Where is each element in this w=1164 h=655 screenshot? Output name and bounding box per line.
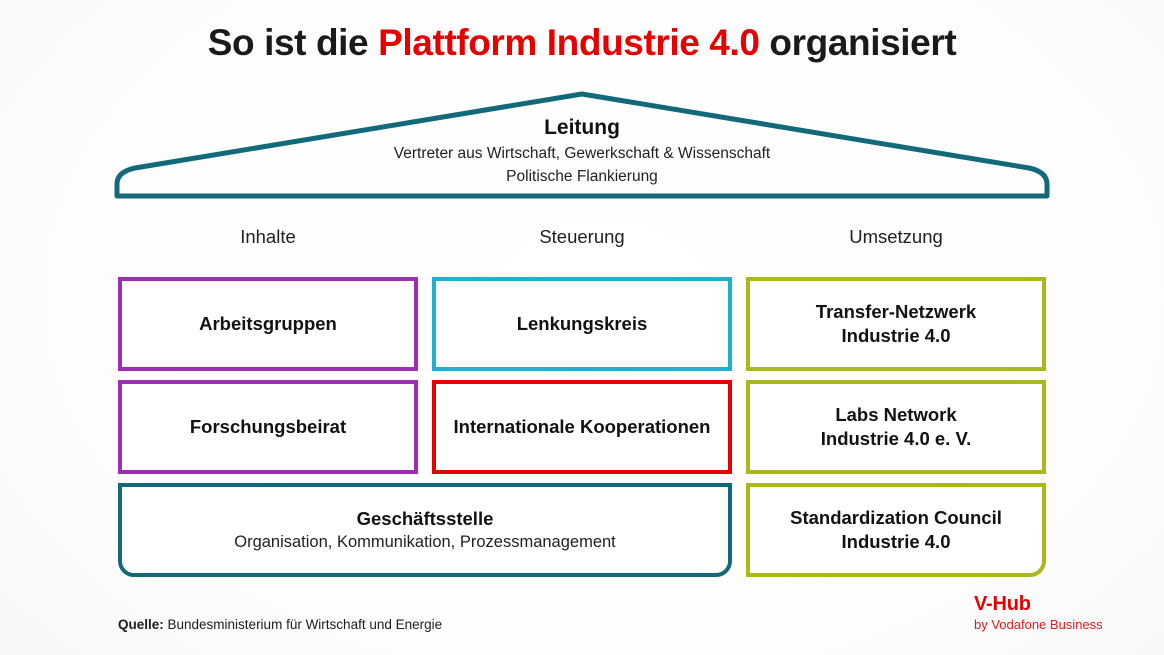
roof-heading: Leitung	[544, 116, 620, 139]
page-title: So ist die Plattform Industrie 4.0 organ…	[0, 22, 1164, 64]
source-label: Quelle:	[118, 617, 164, 632]
box-geschaeftsstelle[interactable]: Geschäftsstelle Organisation, Kommunikat…	[118, 483, 732, 577]
roof-subline-1: Vertreter aus Wirtschaft, Gewerkschaft &…	[393, 145, 771, 163]
box-internationale-kooperationen[interactable]: Internationale Kooperationen	[432, 380, 732, 474]
box-lenkungskreis[interactable]: Lenkungskreis	[432, 277, 732, 371]
column-heading-umsetzung: Umsetzung	[849, 226, 943, 247]
roof-shape	[113, 88, 1051, 200]
box-arbeitsgruppen[interactable]: Arbeitsgruppen	[118, 277, 418, 371]
box-label-primary: Forschungsbeirat	[189, 416, 347, 438]
box-label-primary: Geschäftsstelle	[356, 507, 494, 529]
box-label-primary: Standardization Council	[790, 507, 1002, 529]
box-standardization-council-industrie-40[interactable]: Standardization Council Industrie 4.0	[746, 483, 1046, 577]
title-suffix: organisiert	[759, 22, 957, 63]
box-label-secondary: Industrie 4.0 e. V.	[820, 428, 972, 449]
box-labs-network-industrie-40[interactable]: Labs Network Industrie 4.0 e. V.	[746, 380, 1046, 474]
title-prefix: So ist die	[207, 22, 379, 63]
box-transfer-netzwerk-industrie-40[interactable]: Transfer-Netzwerk Industrie 4.0	[746, 277, 1046, 371]
column-heading-inhalte: Inhalte	[240, 226, 296, 247]
source-note: Quelle: Bundesministerium für Wirtschaft…	[118, 617, 442, 632]
title-accent: Plattform Industrie 4.0	[378, 22, 760, 63]
box-label-primary: Lenkungskreis	[516, 313, 648, 335]
box-label-secondary: Organisation, Kommunikation, Prozessmana…	[234, 532, 616, 551]
box-label-primary: Arbeitsgruppen	[199, 313, 337, 335]
roof-text-block: Leitung Vertreter aus Wirtschaft, Gewerk…	[113, 115, 1051, 187]
box-label-primary: Labs Network	[835, 404, 957, 426]
vhub-logo: V-Hub by Vodafone Business	[974, 593, 1134, 633]
box-forschungsbeirat[interactable]: Forschungsbeirat	[118, 380, 418, 474]
source-value: Bundesministerium für Wirtschaft und Ene…	[163, 617, 443, 632]
box-label-primary: Internationale Kooperationen	[453, 416, 711, 438]
box-label-secondary: Industrie 4.0	[841, 325, 951, 346]
box-label-primary: Transfer-Netzwerk	[815, 301, 977, 323]
logo-wordmark: V-Hub	[974, 593, 1031, 615]
column-heading-steuerung: Steuerung	[539, 226, 625, 247]
roof-outline	[114, 91, 1050, 199]
logo-tagline: by Vodafone Business	[974, 617, 1103, 632]
box-label-secondary: Industrie 4.0	[841, 531, 951, 552]
roof-subline-2: Politische Flankierung	[506, 168, 658, 186]
